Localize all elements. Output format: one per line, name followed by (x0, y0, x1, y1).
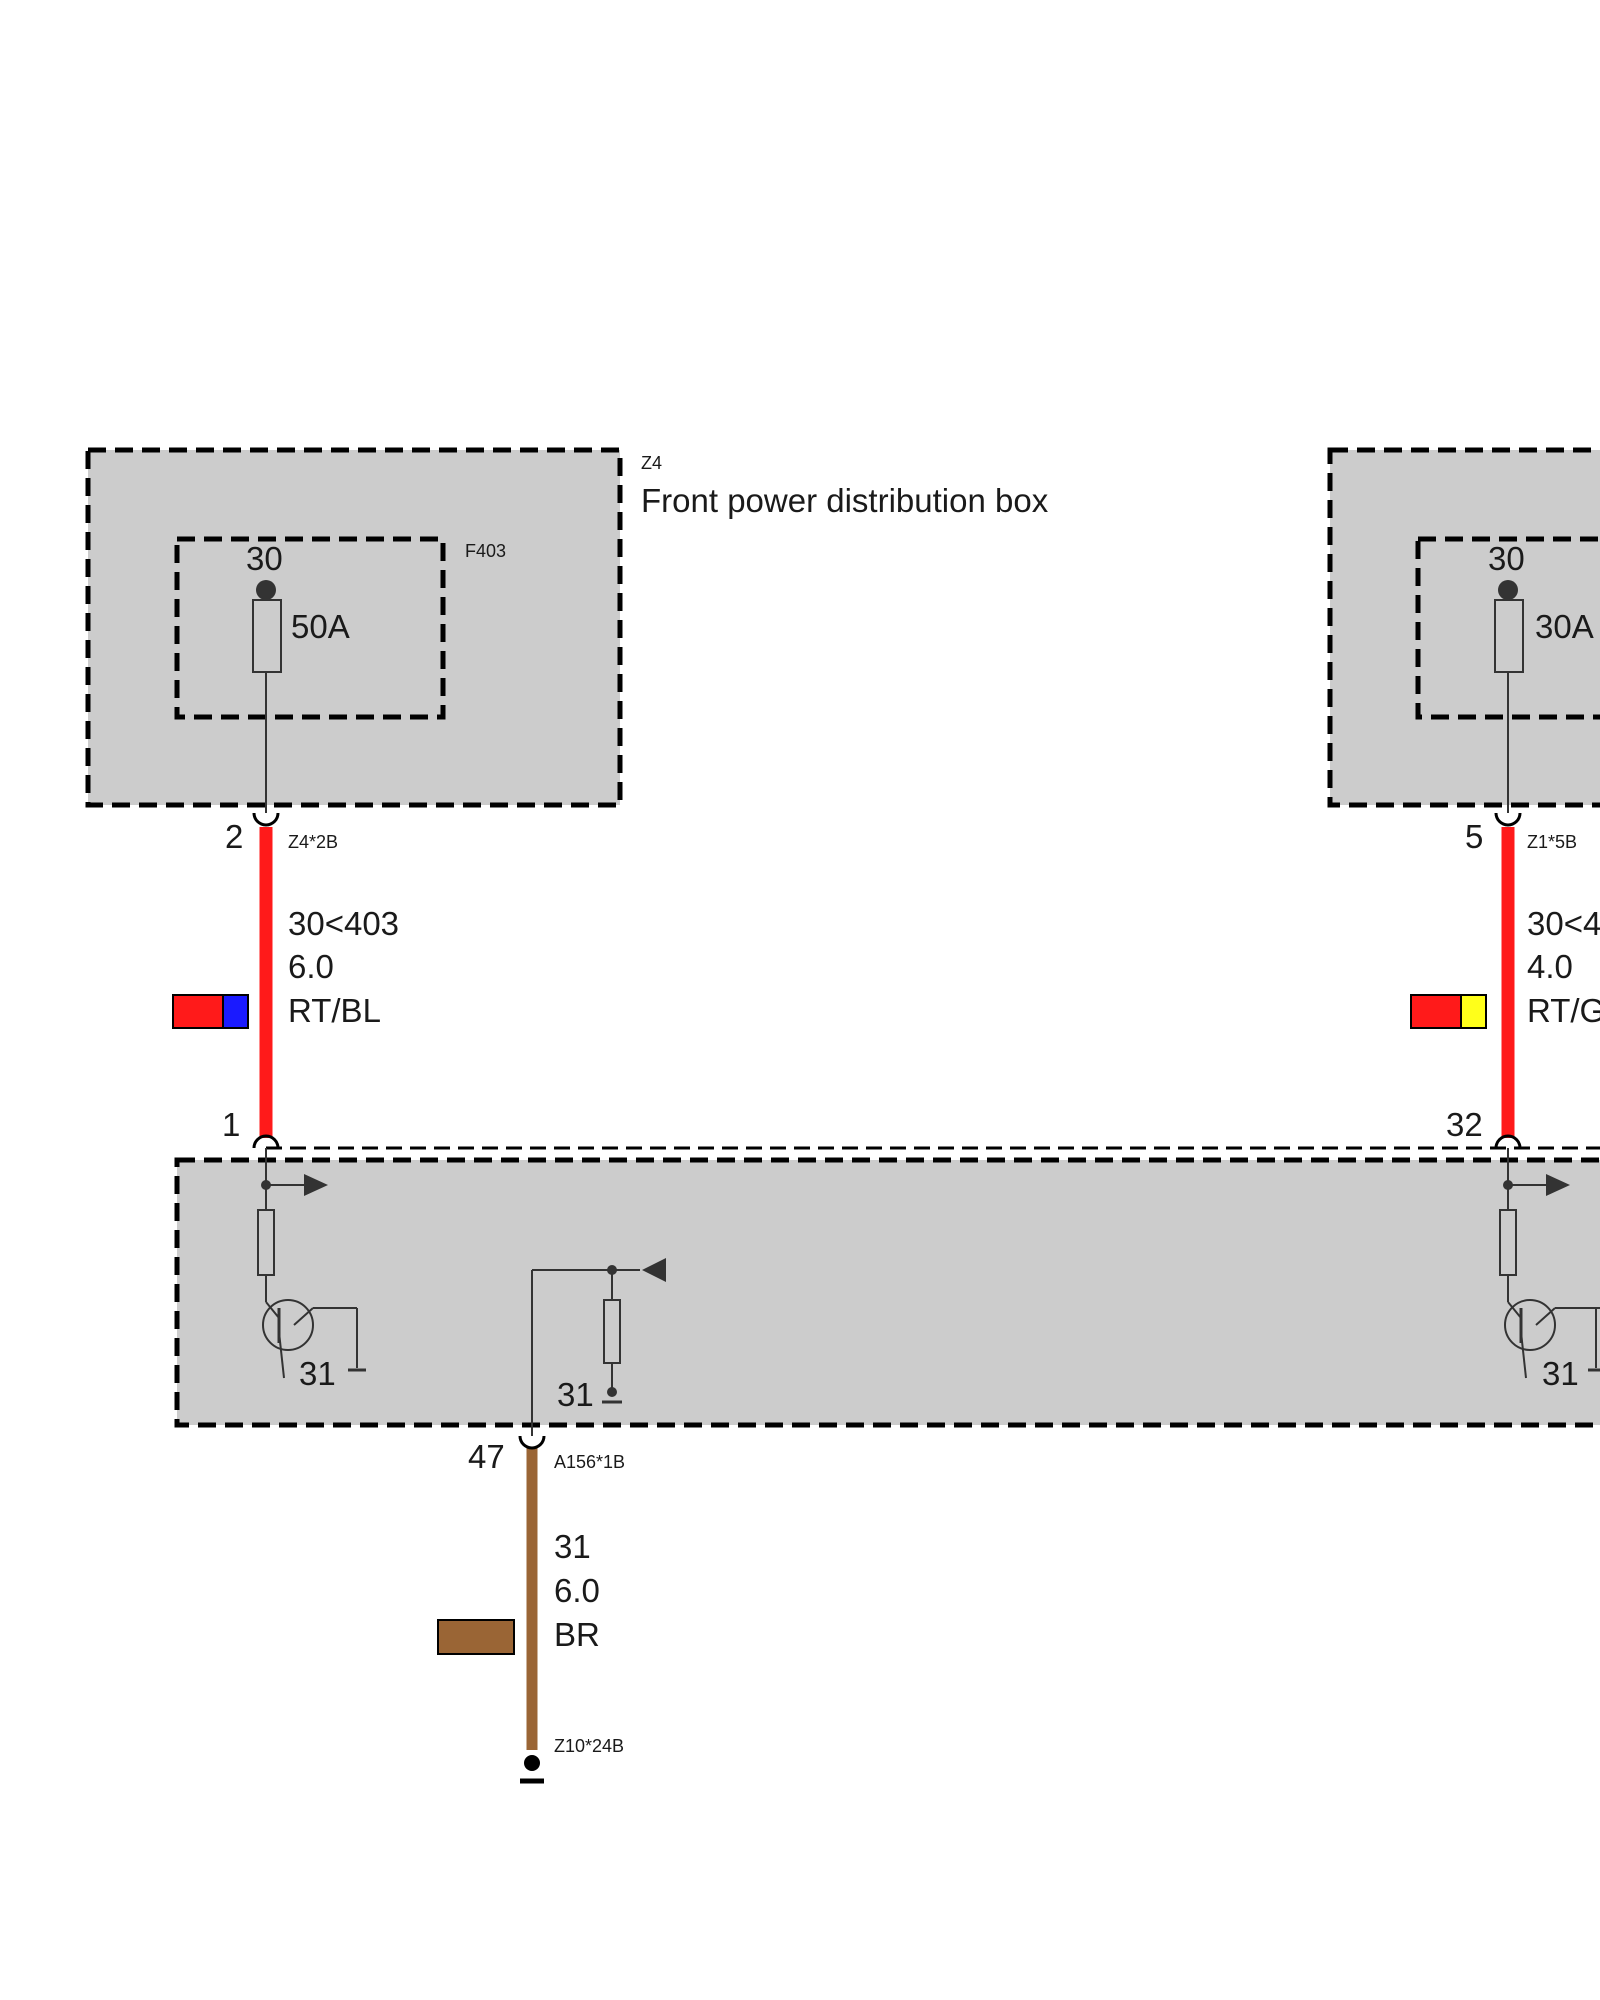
wire-ground: 47 A156*1B 31 6.0 BR Z10*24B (437, 1435, 625, 1784)
z4-ref-label: Z4 (641, 453, 662, 473)
wire-color-swatch (437, 1619, 515, 1655)
wire-left: 2 Z4*2B 30<403 6.0 RT/BL 1 (172, 812, 399, 1149)
resistor-symbol (603, 1299, 621, 1364)
ground-label-31: 31 (1542, 1355, 1579, 1392)
circuit-label: 30<403 (288, 905, 399, 942)
z1-fuse-rating-label: 30A (1535, 608, 1594, 645)
arrow-right-icon (304, 1174, 328, 1196)
arrow-left-icon (642, 1258, 666, 1282)
input-stage-mid: 31 (531, 1258, 666, 1436)
resistor-symbol (257, 1209, 275, 1276)
pin-number: 5 (1465, 818, 1483, 855)
gauge-label: 4.0 (1527, 948, 1573, 985)
connector-socket-icon (252, 812, 280, 827)
z4-box: 30 50A F403 Z4 Front power distribution … (85, 447, 1049, 813)
ground-point-label: Z10*24B (554, 1736, 624, 1756)
connector-label: Z1*5B (1527, 832, 1577, 852)
connector-label: Z4*2B (288, 832, 338, 852)
z4-title: Front power distribution box (641, 482, 1049, 519)
f403-fuse-box (174, 536, 446, 720)
gauge-label: 6.0 (288, 948, 334, 985)
transistor-symbol (1504, 1299, 1556, 1351)
output-stage-left: 31 (257, 1148, 366, 1392)
ground-label-31: 31 (299, 1355, 336, 1392)
connector-label: A156*1B (554, 1452, 625, 1472)
connector-socket-icon (518, 1435, 546, 1450)
color-code-label: RT/BL (288, 992, 381, 1029)
a156-box: 31 31 (174, 1146, 1600, 1436)
z1-fuse-terminal-label: 30 (1488, 540, 1525, 577)
z1-box: 30 30A (1327, 447, 1600, 813)
z1-fuse-box (1415, 536, 1600, 720)
arrow-right-icon (1546, 1174, 1570, 1196)
ground-label-31: 31 (557, 1376, 594, 1413)
pin-number: 32 (1446, 1106, 1483, 1143)
wire-color-swatch (1410, 994, 1487, 1029)
fuse-rating-label: 50A (291, 608, 350, 645)
circuit-label: 30<4 (1527, 905, 1600, 942)
pin-number: 1 (222, 1106, 240, 1143)
connector-socket-icon (1494, 1134, 1522, 1149)
color-code-label: RT/G (1527, 992, 1600, 1029)
fuse-30a-symbol (1494, 599, 1524, 673)
resistor-symbol (1499, 1209, 1517, 1276)
pin-number: 2 (225, 818, 243, 855)
connector-socket-icon (252, 1134, 280, 1149)
fuse-ref-label: F403 (465, 541, 506, 561)
fuse-50a-symbol (252, 599, 282, 673)
wire-right: 5 Z1*5B 30<4 4.0 RT/G 32 (1410, 812, 1600, 1149)
color-code-label: BR (554, 1616, 600, 1653)
connector-socket-icon (1494, 812, 1522, 827)
gauge-label: 6.0 (554, 1572, 600, 1609)
fuse-terminal-label: 30 (246, 540, 283, 577)
circuit-label: 31 (554, 1528, 591, 1565)
pin-number: 47 (468, 1438, 505, 1475)
ground-point-icon (524, 1755, 540, 1771)
wire-color-swatch (172, 994, 249, 1029)
output-stage-right: 31 (1499, 1148, 1600, 1392)
transistor-symbol (262, 1299, 314, 1351)
